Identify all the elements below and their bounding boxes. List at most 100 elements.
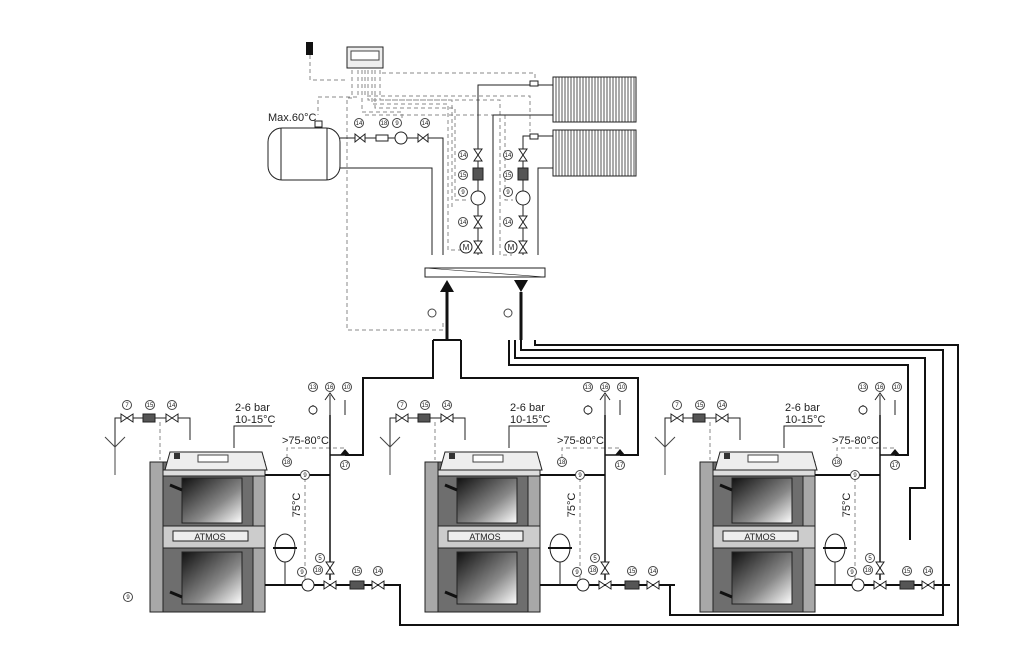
part-number-label: 14 (356, 121, 363, 127)
fill-temp-label: 10-15°C (510, 414, 551, 426)
part-number-label: 9 (575, 570, 579, 576)
part-number-label: 7 (400, 403, 404, 409)
boiler-brand-label: ATMOS (744, 532, 775, 542)
part-number-marker (325, 382, 335, 392)
part-number-label: 10 (894, 385, 901, 391)
tank-pump-icon (394, 131, 408, 145)
part-number-marker (300, 470, 310, 480)
part-number-label: 18 (865, 568, 872, 574)
part-number-marker (315, 553, 325, 563)
part-number-label: 7 (125, 403, 129, 409)
part-number-marker (695, 400, 705, 410)
lower-door (731, 551, 793, 605)
door-handle (719, 483, 733, 492)
part-number-marker (122, 400, 132, 410)
pump-icon (470, 190, 486, 206)
part-number-label: 5 (318, 556, 322, 562)
door-handle (444, 590, 458, 599)
part-number-label: 17 (342, 463, 349, 469)
filter-icon (517, 167, 529, 181)
part-number-marker (420, 400, 430, 410)
motor-icon (459, 240, 473, 254)
part-number-label: 9 (126, 595, 130, 601)
pump-icon (515, 190, 531, 206)
part-number-marker (892, 382, 902, 392)
valve-icon (440, 413, 454, 423)
return-temp-label: 75°C (291, 493, 303, 518)
motor-label: M (463, 243, 470, 252)
valve-icon (473, 148, 483, 162)
radiator-2 (552, 129, 637, 177)
upper-door (181, 477, 243, 524)
part-number-label: 5 (868, 556, 872, 562)
fill-temp-label: 10-15°C (785, 414, 826, 426)
part-number-label: 15 (904, 569, 911, 575)
pump-icon (851, 578, 865, 592)
part-number-marker (617, 382, 627, 392)
part-number-label: 14 (422, 121, 429, 127)
filter-icon (692, 413, 706, 423)
valve-icon (518, 148, 528, 162)
part-number-marker (902, 566, 912, 576)
upper-door (456, 477, 518, 524)
part-number-marker (923, 566, 933, 576)
part-number-marker (442, 400, 452, 410)
part-number-label: 16 (602, 385, 609, 391)
return-temp-label: 75°C (566, 493, 578, 518)
part-number-label: 15 (629, 569, 636, 575)
valve-icon (473, 240, 483, 254)
valve-icon (323, 580, 337, 590)
valve-icon (873, 580, 887, 590)
valve-icon (120, 413, 134, 423)
boiler-brand-label: ATMOS (469, 532, 500, 542)
drain-funnel-icon (379, 436, 401, 475)
part-number-label: 14 (169, 403, 176, 409)
valve-icon (518, 240, 528, 254)
part-number-label: 14 (925, 569, 932, 575)
part-number-marker (672, 400, 682, 410)
part-number-marker (503, 187, 513, 197)
part-number-marker (503, 217, 513, 227)
part-number-label: 18 (381, 121, 388, 127)
part-number-marker (588, 565, 598, 575)
part-number-marker (379, 118, 389, 128)
drain-funnel-icon (104, 436, 126, 475)
part-number-marker (313, 565, 323, 575)
part-number-marker (648, 566, 658, 576)
part-number-marker (890, 460, 900, 470)
part-number-label: 9 (303, 473, 307, 479)
part-number-label: 17 (617, 463, 624, 469)
part-number-label: 17 (892, 463, 899, 469)
part-number-label: 14 (719, 403, 726, 409)
part-number-marker (352, 566, 362, 576)
valve-icon (473, 215, 483, 229)
part-number-marker (297, 567, 307, 577)
part-number-marker (458, 150, 468, 160)
safety-group-icon (587, 392, 621, 415)
part-number-marker (354, 118, 364, 128)
valve-icon (325, 561, 335, 575)
pressure-label: 2-6 bar (510, 402, 545, 414)
part-number-label: 18 (559, 460, 566, 466)
part-number-marker (145, 400, 155, 410)
part-number-label: 18 (284, 460, 291, 466)
flow-temp-label: >75-80°C (557, 435, 604, 447)
pressure-label: 2-6 bar (235, 402, 270, 414)
part-number-label: 15 (505, 173, 512, 179)
part-number-marker (458, 217, 468, 227)
return-temp-label: 75°C (841, 493, 853, 518)
part-number-label: 18 (590, 568, 597, 574)
filter-icon (142, 413, 156, 423)
part-number-marker (590, 553, 600, 563)
pump-icon (301, 578, 315, 592)
part-number-label: 13 (860, 385, 867, 391)
part-number-label: 15 (697, 403, 704, 409)
part-number-marker (392, 118, 402, 128)
part-number-marker (397, 400, 407, 410)
part-number-marker (340, 460, 350, 470)
